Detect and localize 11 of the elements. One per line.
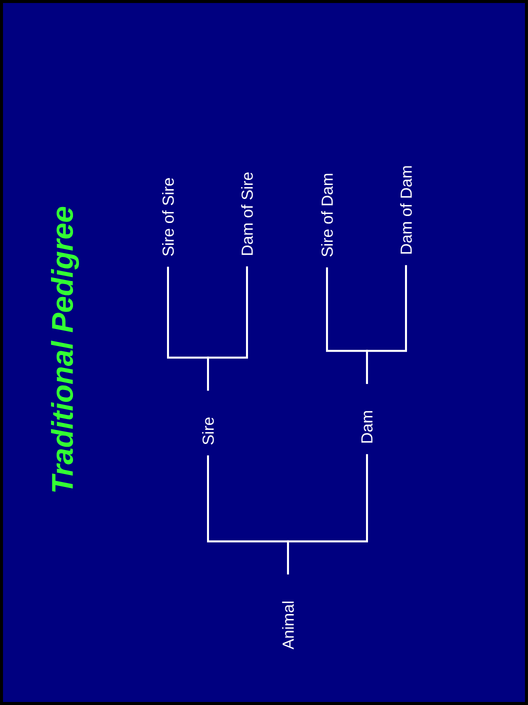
node-label: Dam of Sire bbox=[241, 172, 253, 255]
connector-line bbox=[366, 265, 407, 384]
connector-line bbox=[207, 266, 248, 391]
node-label: Sire bbox=[202, 417, 214, 444]
node-label: Dam bbox=[361, 411, 373, 443]
node-label: Sire of Dam bbox=[321, 174, 333, 257]
node-label: Animal bbox=[282, 602, 294, 650]
node-label: Dam of Dam bbox=[400, 166, 412, 254]
title: Traditional Pedigree bbox=[51, 206, 79, 492]
node-label: Sire of Sire bbox=[162, 178, 174, 256]
connector-line bbox=[287, 454, 368, 574]
